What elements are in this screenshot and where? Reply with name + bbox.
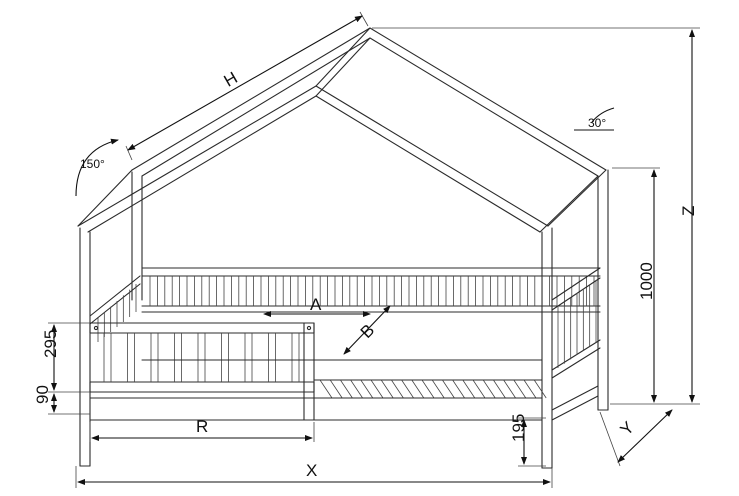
- label-angle-150: 150°: [80, 157, 105, 171]
- base-slat: [482, 379, 496, 399]
- base-slat: [472, 379, 486, 399]
- dimension-a: A: [263, 295, 371, 317]
- base-slat: [380, 379, 394, 399]
- label-a: A: [310, 295, 322, 314]
- base-slat: [462, 379, 476, 399]
- base-slat: [411, 379, 425, 399]
- label-b: B: [357, 320, 378, 341]
- dimension-1000: 1000: [612, 167, 660, 403]
- label-195: 195: [509, 414, 528, 442]
- roof-frame: [77, 27, 607, 233]
- base-slat: [533, 379, 547, 399]
- base-slat: [431, 379, 445, 399]
- base-slat: [340, 379, 353, 399]
- front-guard-rail: [89, 322, 315, 421]
- dimension-h: H: [125, 11, 369, 161]
- label-90: 90: [33, 385, 52, 404]
- right-side-rail: [551, 267, 601, 379]
- dimension-y: Y: [599, 409, 673, 467]
- base-slat: [442, 379, 455, 399]
- label-y: Y: [617, 418, 638, 439]
- label-x: X: [306, 461, 317, 480]
- dimension-x: X: [75, 461, 553, 488]
- base-slat: [513, 379, 527, 399]
- label-1000: 1000: [637, 262, 656, 300]
- base-slat: [329, 379, 343, 399]
- base-slat: [350, 379, 363, 399]
- dimension-b: B: [343, 305, 391, 355]
- dimension-z: Z: [372, 27, 700, 405]
- base-slat: [452, 379, 465, 399]
- base-slat: [401, 379, 414, 399]
- angle-right: 30°: [574, 107, 615, 131]
- base-slat: [421, 379, 435, 399]
- base-slat: [360, 379, 374, 399]
- angle-left: 150°: [75, 138, 119, 197]
- bed-frame: [89, 359, 599, 421]
- label-angle-30: 30°: [588, 116, 606, 130]
- back-rail: [141, 267, 601, 313]
- label-r: R: [196, 417, 208, 436]
- base-slat: [319, 379, 333, 399]
- label-z: Z: [679, 206, 698, 216]
- dimension-295: 295: [41, 322, 90, 393]
- base-slat: [391, 379, 404, 399]
- base-slat: [370, 379, 384, 399]
- base-slat: [523, 379, 537, 399]
- dimension-90: 90: [33, 385, 90, 415]
- dimension-195: 195: [509, 414, 546, 467]
- base-slat: [503, 379, 516, 399]
- base-slats: [313, 379, 547, 399]
- label-295: 295: [41, 330, 60, 358]
- base-slat: [493, 379, 506, 399]
- dimension-r: R: [89, 417, 315, 442]
